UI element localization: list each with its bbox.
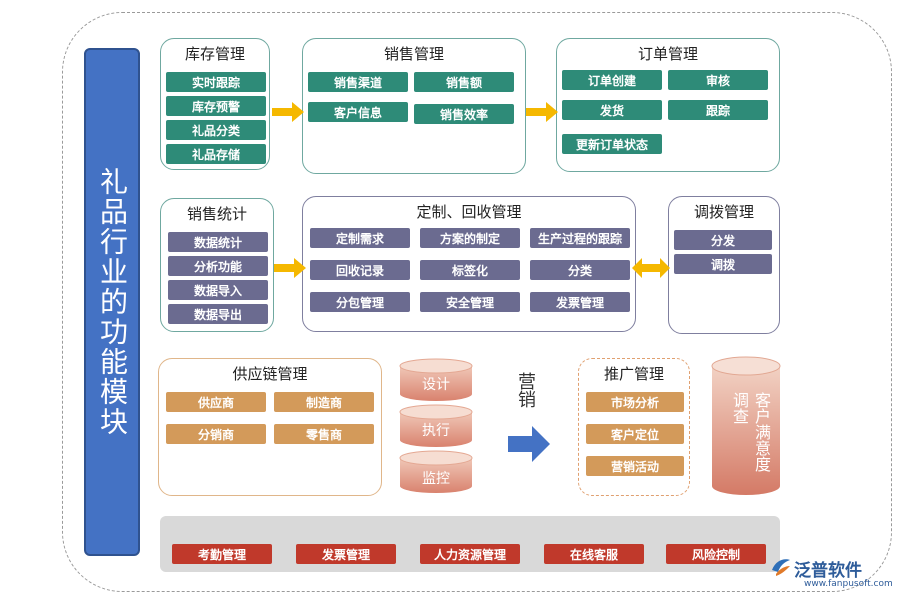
custom-item: 发票管理 [530,292,630,312]
promotion-item: 客户定位 [586,424,684,444]
cylinder-design [399,358,473,401]
cylinder-label: 执行 [422,423,450,439]
cylinder-monitor [399,450,473,493]
stats-title: 销售统计 [186,205,247,223]
transfer-item: 调拨 [674,254,772,274]
orders-item: 发货 [562,100,662,120]
custom-item: 安全管理 [420,292,520,312]
promotion-item: 市场分析 [586,392,684,412]
outer-frame [62,12,892,592]
arrow-right-icon [272,102,304,122]
promotion-item: 营销活动 [586,456,684,476]
orders-item: 订单创建 [562,70,662,90]
custom-item: 定制需求 [310,228,410,248]
arrow-bidirectional-icon [632,258,670,278]
cylinder-label: 监控 [422,471,450,487]
transfer-item: 分发 [674,230,772,250]
transfer-title: 调拨管理 [693,203,754,221]
orders-item: 审核 [668,70,768,90]
promotion-title: 推广管理 [603,365,664,383]
custom-item: 分包管理 [310,292,410,312]
custom-item: 方案的制定 [420,228,520,248]
supply-item: 分销商 [166,424,266,444]
bottom-item: 在线客服 [544,544,644,564]
supply-item: 制造商 [274,392,374,412]
sales-item: 客户信息 [308,102,408,122]
satisfaction-cylinder [711,356,781,495]
sales-item: 销售额 [414,72,514,92]
sales-title: 销售管理 [383,45,444,63]
inventory-item: 礼品存储 [166,144,266,164]
inventory-item: 实时跟踪 [166,72,266,92]
sidebar-title: 礼品行业的功能模块 [84,48,140,556]
bottom-item: 风险控制 [666,544,766,564]
custom-item: 回收记录 [310,260,410,280]
arrow-right-icon [274,258,306,278]
supply-item: 零售商 [274,424,374,444]
orders-title: 订单管理 [637,45,698,63]
custom-item: 生产过程的跟踪 [530,228,630,248]
sales-item: 销售效率 [414,104,514,124]
stats-item: 数据导入 [168,280,268,300]
orders-item: 跟踪 [668,100,768,120]
sales-item: 销售渠道 [308,72,408,92]
stats-item: 数据统计 [168,232,268,252]
orders-item: 更新订单状态 [562,134,662,154]
arrow-right-icon [526,102,558,122]
custom-item: 分类 [530,260,630,280]
brand-url: www.fanpusoft.com [804,579,893,589]
cylinder-execute [399,404,473,447]
supply-title: 供应链管理 [232,365,308,383]
stats-item: 数据导出 [168,304,268,324]
brand-name: 泛普软件 [794,561,862,581]
bottom-item: 考勤管理 [172,544,272,564]
bottom-item: 发票管理 [296,544,396,564]
marketing-label: 营销 [515,372,536,408]
inventory-item: 礼品分类 [166,120,266,140]
brand-logo-icon [772,559,790,576]
process-cylinders [399,358,473,493]
custom-title: 定制、回收管理 [416,203,522,221]
inventory-title: 库存管理 [184,45,245,63]
satisfaction-label: 客户满意度调查 [730,392,771,472]
inventory-item: 库存预警 [166,96,266,116]
bottom-item: 人力资源管理 [420,544,520,564]
supply-item: 供应商 [166,392,266,412]
marketing-arrow-icon [508,426,550,462]
custom-item: 标签化 [420,260,520,280]
cylinder-label: 设计 [422,377,450,393]
stats-item: 分析功能 [168,256,268,276]
